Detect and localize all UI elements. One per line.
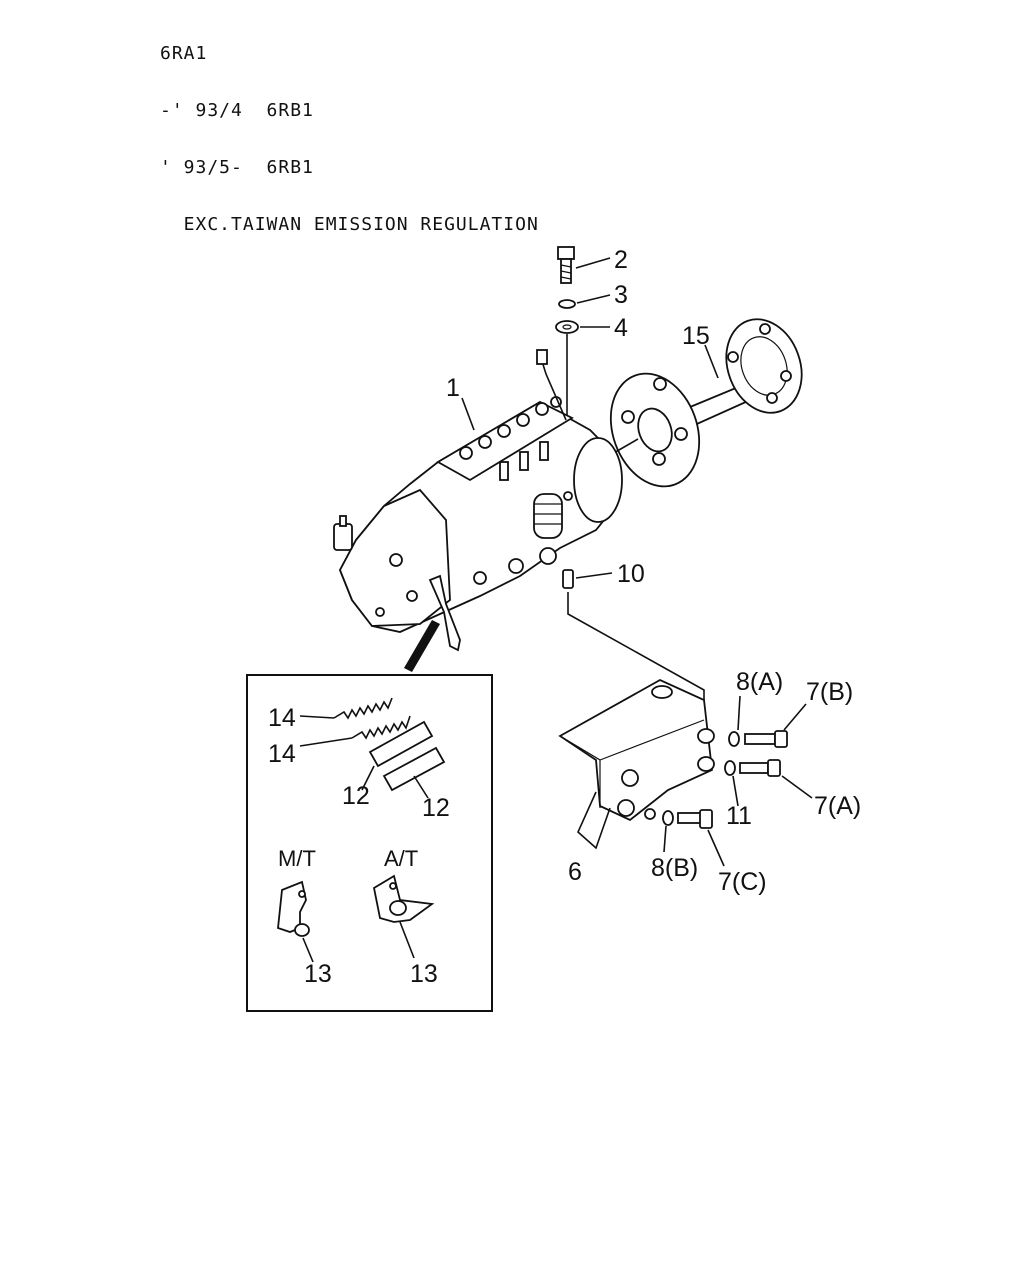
header-block: 6RA1 -' 93/4 6RB1 ' 93/5- 6RB1 EXC.TAIWA… [160, 6, 539, 253]
injection-pump-part-1 [333, 349, 623, 652]
callout-14b: 14 [268, 740, 296, 768]
leader-2 [575, 257, 611, 269]
bracket-part-13-mt [277, 880, 310, 937]
leader-13b [399, 921, 415, 959]
washer-part-8a [728, 731, 740, 747]
leader-1 [461, 397, 475, 431]
bolt-part-7c [677, 809, 713, 829]
washer-part-11 [724, 760, 736, 776]
callout-4: 4 [614, 314, 628, 342]
callout-10: 10 [617, 560, 645, 588]
leader-14a [299, 715, 335, 719]
callout-12b: 12 [422, 794, 450, 822]
leader-11 [732, 775, 739, 807]
callout-7a: 7(A) [814, 792, 861, 820]
callout-7b: 7(B) [806, 678, 853, 706]
leader-8a [737, 695, 741, 731]
callout-12a: 12 [342, 782, 370, 810]
leader-13a [302, 937, 314, 963]
callout-8a: 8(A) [736, 668, 783, 696]
header-line-3: ' 93/5- 6RB1 [160, 157, 314, 178]
rod-part-12-a [368, 720, 434, 768]
leader-8b [663, 825, 667, 853]
callout-15: 15 [682, 322, 710, 350]
callout-3: 3 [614, 281, 628, 309]
leader-15 [704, 344, 719, 379]
washer-part-4 [555, 320, 579, 334]
lock-washer-part-3 [558, 299, 576, 309]
callout-8b: 8(B) [651, 854, 698, 882]
rod-part-12-b [382, 746, 446, 792]
header-line-2: -' 93/4 6RB1 [160, 100, 314, 121]
bolt-part-7a [739, 759, 781, 777]
bolt-part-2 [557, 246, 575, 284]
leader-7b [783, 703, 807, 731]
callout-13b: 13 [410, 960, 438, 988]
bracket-part-6 [558, 678, 715, 822]
leader-12a [361, 765, 375, 791]
coupling-shaft-part-15 [609, 318, 803, 488]
at-label: A/T [384, 846, 418, 871]
callout-2: 2 [614, 246, 628, 274]
spring-part-14-lower [351, 715, 411, 740]
callout-13a: 13 [304, 960, 332, 988]
callout-14a: 14 [268, 704, 296, 732]
bracket-part-13-at [372, 874, 435, 923]
pin-guide-line [567, 592, 705, 708]
bolt-part-7b [744, 730, 788, 748]
callout-11: 11 [726, 802, 752, 830]
header-line-4: EXC.TAIWAN EMISSION REGULATION [160, 214, 539, 235]
callout-1: 1 [446, 374, 460, 402]
header-line-1: 6RA1 [160, 43, 208, 64]
leader-12b [413, 775, 429, 799]
leader-3 [576, 294, 611, 304]
mt-label: M/T [278, 846, 316, 871]
leader-7c [707, 829, 725, 867]
pin-part-10 [562, 569, 574, 589]
leader-10 [575, 572, 613, 579]
leader-6-bracket [577, 791, 611, 850]
callout-7c: 7(C) [718, 868, 767, 896]
inset-pointer-arrow [404, 620, 440, 672]
leader-14b [299, 737, 353, 747]
spring-part-14-upper [333, 697, 393, 720]
leader-7a [781, 775, 813, 799]
callout-6: 6 [568, 858, 582, 886]
washer-part-8b [662, 810, 674, 826]
